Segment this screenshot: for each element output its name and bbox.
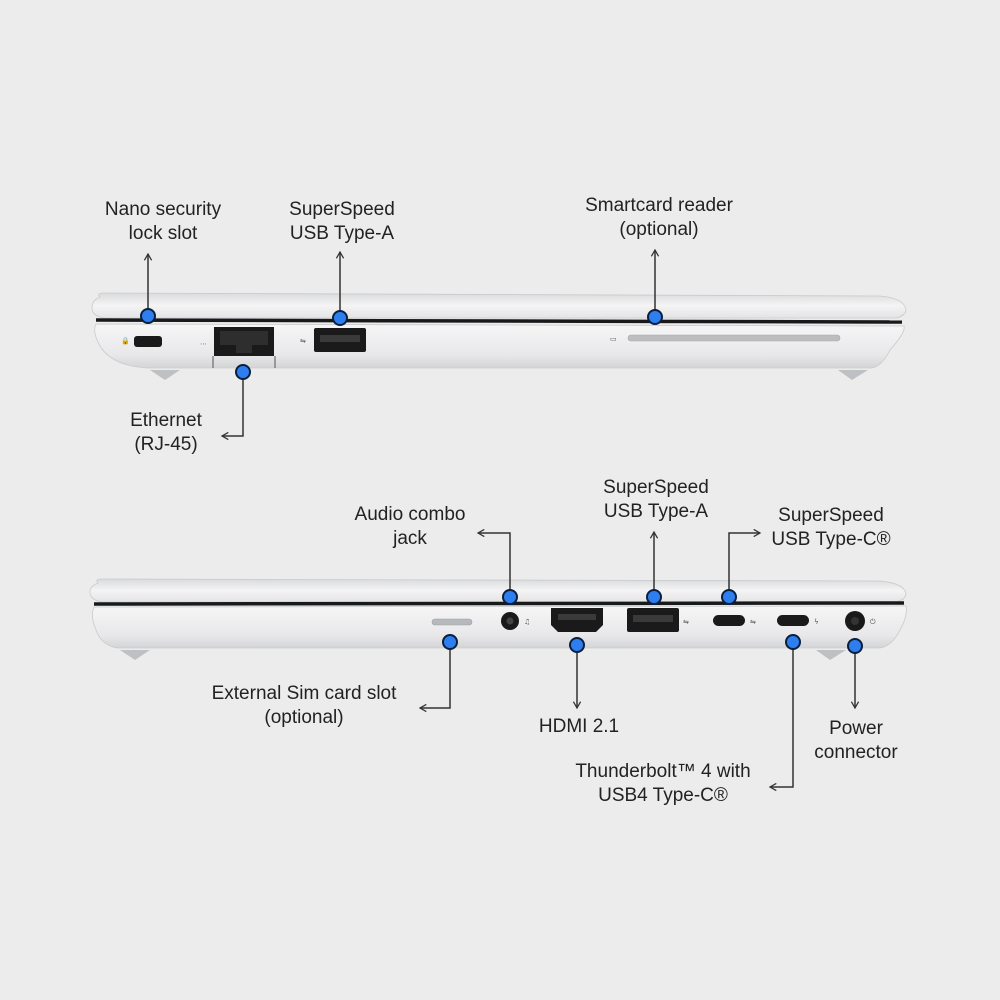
marker-hdmi <box>569 637 585 653</box>
bottom-callout-lines <box>418 528 860 792</box>
label-hdmi: HDMI 2.1 <box>538 716 620 737</box>
label-usb-c: SuperSpeed USB Type-C® <box>771 505 891 550</box>
bottom-foot-right <box>816 650 846 660</box>
nano-lock-slot <box>134 336 162 347</box>
label-power: Power connector <box>814 718 898 763</box>
marker-nano-lock <box>140 308 156 324</box>
svg-text:♫: ♫ <box>524 618 530 626</box>
svg-text:⋯: ⋯ <box>200 340 207 348</box>
usb-c-port <box>713 615 745 626</box>
svg-text:⇋: ⇋ <box>300 337 306 345</box>
marker-power <box>847 638 863 654</box>
svg-text:⏻: ⏻ <box>870 618 876 626</box>
marker-usb-c <box>721 589 737 605</box>
top-laptop-side: 🔒 ⋯ ⇋ ▭ <box>91 292 907 380</box>
label-usb-a-bottom: SuperSpeed USB Type-A <box>603 477 709 522</box>
top-foot-right <box>838 370 868 380</box>
bottom-laptop-side: ♫ ⇋ ⇋ ϟ ⏻ <box>89 578 907 660</box>
label-audio: Audio combo jack <box>354 504 466 549</box>
marker-usb-a-top <box>332 310 348 326</box>
marker-smartcard <box>647 309 663 325</box>
sim-card-slot <box>431 618 473 626</box>
label-ethernet: Ethernet (RJ-45) <box>130 410 202 455</box>
top-seam <box>95 318 903 324</box>
label-sim: External Sim card slot (optional) <box>211 683 397 728</box>
svg-text:▭: ▭ <box>610 335 617 343</box>
svg-text:🔒: 🔒 <box>121 337 130 345</box>
label-smartcard: Smartcard reader (optional) <box>585 195 733 240</box>
bottom-seam <box>93 601 905 606</box>
marker-thunderbolt <box>785 634 801 650</box>
marker-ethernet <box>235 364 251 380</box>
thunderbolt-port <box>777 615 809 626</box>
smartcard-slot <box>627 334 841 342</box>
label-thunderbolt: Thunderbolt™ 4 with USB4 Type-C® <box>575 761 751 806</box>
top-foot-left <box>150 370 180 380</box>
marker-sim <box>442 634 458 650</box>
label-usb-a-top: SuperSpeed USB Type-A <box>289 199 395 244</box>
bottom-foot-left <box>120 650 150 660</box>
marker-usb-a-bottom <box>646 589 662 605</box>
bottom-base <box>92 605 907 649</box>
svg-text:ϟ: ϟ <box>814 618 819 626</box>
svg-text:⇋: ⇋ <box>683 618 689 626</box>
label-nano-lock: Nano security lock slot <box>104 199 222 244</box>
marker-audio <box>502 589 518 605</box>
top-lid <box>91 292 907 319</box>
bottom-lid <box>89 578 907 603</box>
svg-text:⇋: ⇋ <box>750 618 756 626</box>
callout-markers <box>140 308 863 654</box>
top-callout-lines <box>143 248 660 441</box>
